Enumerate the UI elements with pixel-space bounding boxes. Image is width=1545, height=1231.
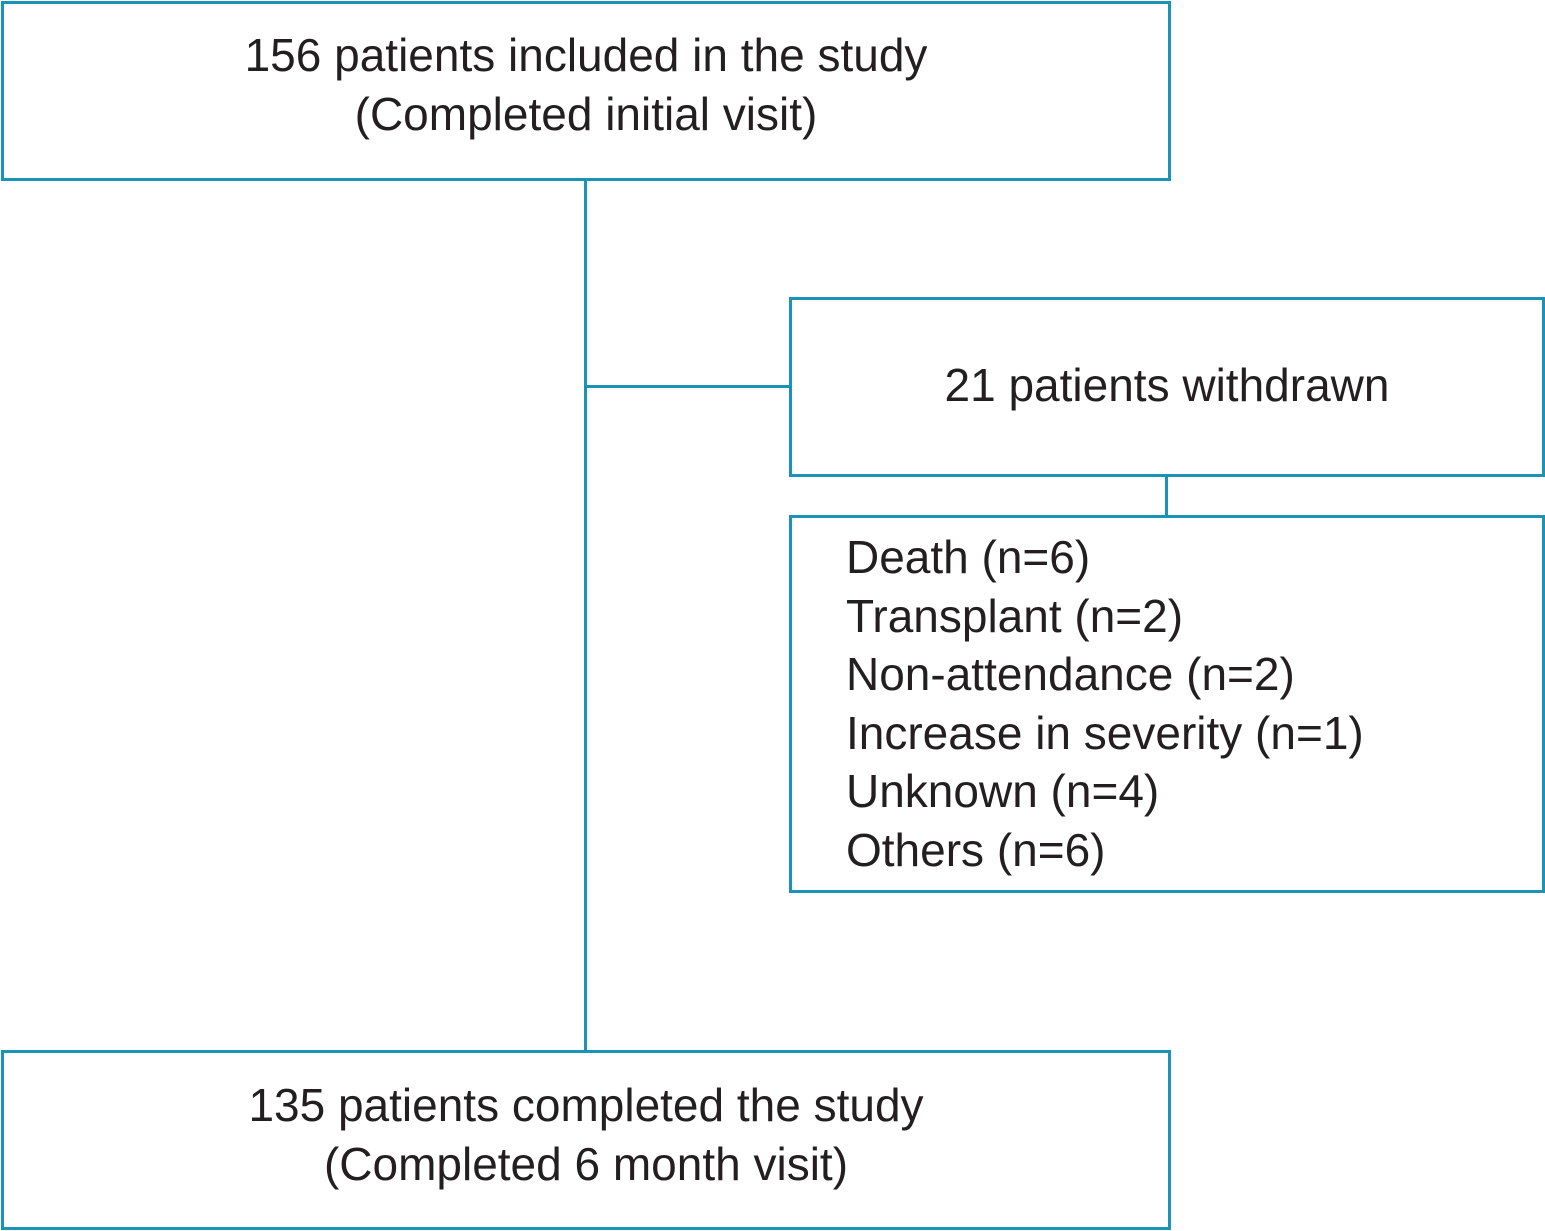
withdrawal-reasons-box: Death (n=6) Transplant (n=2) Non-attenda…	[789, 515, 1545, 893]
connector-withdrawn-reasons	[1165, 477, 1168, 515]
reason-transplant: Transplant (n=2)	[846, 589, 1184, 642]
completion-note-text: (Completed 6 month visit)	[323, 1138, 849, 1190]
withdrawn-box: 21 patients withdrawn	[789, 297, 1545, 477]
reason-unknown: Unknown (n=4)	[846, 765, 1160, 817]
enrollment-box: 156 patients included in the study (Comp…	[1, 1, 1171, 181]
reason-increase-in-severity: Increase in severity (n=1)	[846, 706, 1364, 759]
connector-withdrawn-branch	[587, 385, 789, 388]
enrollment-count-text: 156 patients included in the study	[244, 29, 928, 81]
connector-main-vertical	[584, 181, 587, 1050]
enrollment-note-text: (Completed initial visit)	[354, 88, 818, 140]
completion-box: 135 patients completed the study (Comple…	[1, 1050, 1171, 1230]
completion-count-text: 135 patients completed the study	[248, 1079, 924, 1131]
reason-death: Death (n=6)	[846, 531, 1091, 583]
reason-non-attendance: Non-attendance (n=2)	[846, 648, 1295, 700]
reason-others: Others (n=6)	[846, 823, 1106, 876]
withdrawn-count-text: 21 patients withdrawn	[944, 359, 1390, 411]
